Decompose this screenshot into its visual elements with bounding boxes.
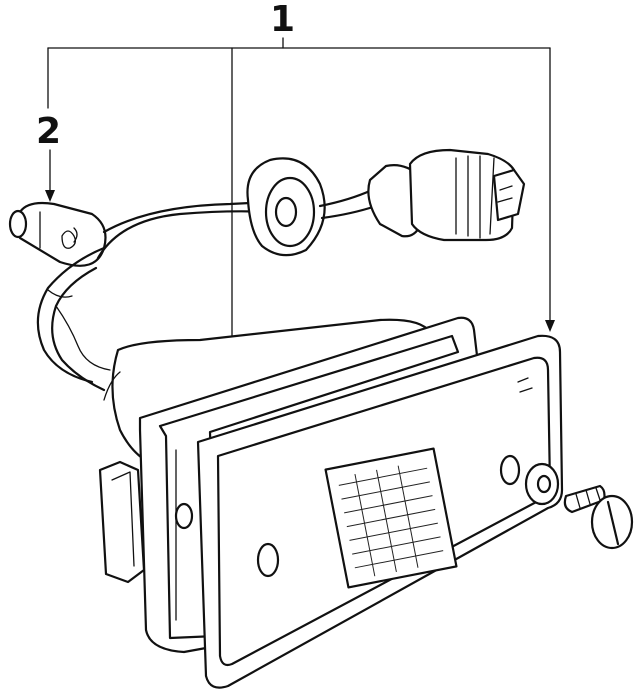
leader-lines-callout-1 [47,37,555,352]
grommet [246,157,326,257]
leader-line-callout-2 [45,47,55,202]
lamp-lens [196,334,564,689]
callout-label-1: 1 [270,0,296,40]
bulb-part [8,201,107,267]
wire-harness [36,200,272,392]
washer [524,462,560,506]
socket-connector [318,148,526,242]
callout-label-2: 2 [36,111,62,152]
mounting-screw [563,484,634,550]
